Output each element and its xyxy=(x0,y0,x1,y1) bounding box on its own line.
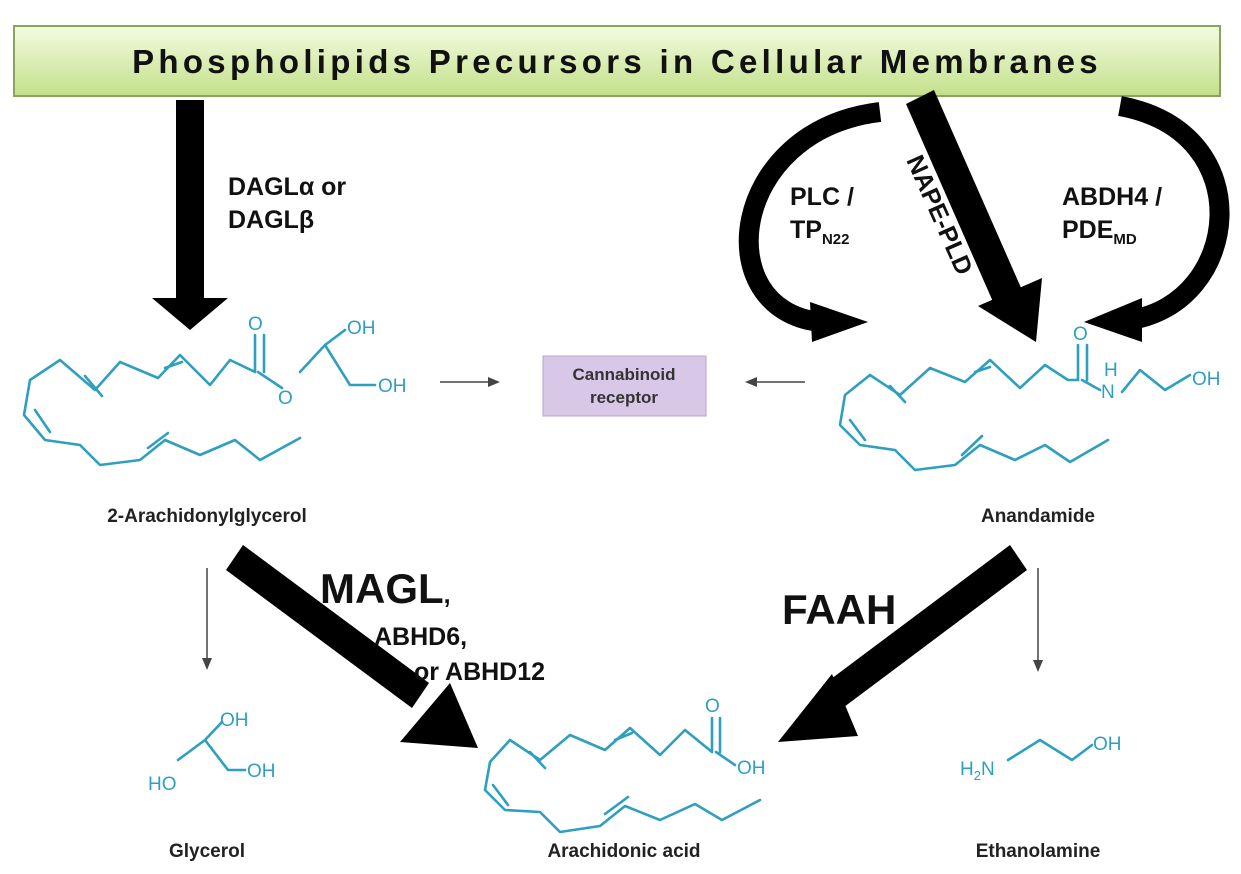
ethanolamine-name: Ethanolamine xyxy=(976,841,1101,862)
thin-arrows xyxy=(202,377,1043,672)
dagl-label-line1: DAGLα or xyxy=(228,173,346,201)
ethanolamine-sub: 2 xyxy=(974,768,981,783)
abdh-label-line2: PDEMD xyxy=(1062,216,1137,248)
banner-title: Phospholipids Precursors in Cellular Mem… xyxy=(132,43,1102,80)
faah-label: FAAH xyxy=(782,586,896,633)
glycerol-ho-left: HO xyxy=(148,774,177,795)
faah-arrow xyxy=(778,545,1027,742)
plc-label-sub: N22 xyxy=(822,231,850,248)
glycerol-oh-right: OH xyxy=(247,761,276,782)
banner: Phospholipids Precursors in Cellular Mem… xyxy=(13,25,1221,97)
ag2-to-glycerol-arrow xyxy=(202,568,212,670)
ag2-glycerol-part xyxy=(298,328,377,387)
ethanolamine-n: N xyxy=(981,759,995,780)
molecule-2-arachidonylglycerol: O O OH OH 2-Arachidonylglycerol xyxy=(22,314,407,527)
magl-label-comma: , xyxy=(444,581,451,609)
ag2-skeleton xyxy=(22,333,302,467)
anandamide-to-ethanolamine-arrow xyxy=(1033,568,1043,672)
magl-label-main: MAGL xyxy=(320,565,444,612)
plc-curved-arrow xyxy=(738,102,882,342)
abdh-curved-arrow xyxy=(1084,96,1230,342)
arachidonic-skeleton xyxy=(483,716,762,834)
anandamide-to-receptor-arrow xyxy=(745,377,805,387)
plc-label-line1: PLC / xyxy=(790,183,854,211)
magl-arrow xyxy=(226,545,478,748)
ag2-carbonyl-o: O xyxy=(248,314,263,335)
anandamide-name: Anandamide xyxy=(981,506,1095,527)
molecule-anandamide: O H N OH Anandamide xyxy=(838,324,1221,527)
arachidonic-double-bonds xyxy=(491,731,634,816)
cannabinoid-receptor: Cannabinoid receptor xyxy=(542,355,707,417)
receptor-box xyxy=(542,355,707,417)
abdh-label-line1: ABDH4 / xyxy=(1062,183,1162,211)
arrows xyxy=(152,90,1230,748)
ag2-name: 2-Arachidonylglycerol xyxy=(107,506,307,527)
nape-pld-arrow xyxy=(906,90,1042,342)
ag2-ester-o: O xyxy=(278,388,293,409)
abdh-label-sub: MD xyxy=(1113,231,1136,248)
glycerol-name: Glycerol xyxy=(169,841,245,862)
ag2-oh-bottom: OH xyxy=(378,376,407,397)
dagl-arrow xyxy=(152,100,228,330)
anandamide-double-bonds xyxy=(848,365,992,457)
ethanolamine-oh: OH xyxy=(1093,734,1122,755)
glycerol-oh-top: OH xyxy=(220,710,249,731)
anandamide-oh: OH xyxy=(1192,369,1221,390)
receptor-line2: receptor xyxy=(590,388,658,407)
arachidonic-name: Arachidonic acid xyxy=(547,841,700,862)
magl-label: MAGL, xyxy=(320,565,451,612)
plc-label-line2: TPN22 xyxy=(790,216,849,248)
ethanolamine-h2n: H2N xyxy=(960,759,995,783)
banner-box xyxy=(13,25,1221,97)
ethanolamine-skeleton xyxy=(1006,738,1094,762)
plc-label-main: TP xyxy=(790,216,822,244)
molecule-glycerol: OH HO OH Glycerol xyxy=(148,710,276,862)
arachidonic-oh: OH xyxy=(737,758,766,779)
anandamide-carbonyl-o: O xyxy=(1073,324,1088,345)
enzyme-labels: DAGLα or DAGLβ PLC / TPN22 NAPE-PLD ABDH… xyxy=(228,151,1162,686)
ag2-oh-top: OH xyxy=(347,318,376,339)
ethanolamine-h: H xyxy=(960,759,974,780)
molecule-ethanolamine: H2N OH Ethanolamine xyxy=(960,734,1122,862)
molecule-arachidonic-acid: O OH Arachidonic acid xyxy=(483,696,766,862)
anandamide-nh-h: H xyxy=(1104,360,1118,381)
receptor-line1: Cannabinoid xyxy=(573,365,676,384)
arachidonic-carbonyl-o: O xyxy=(705,696,720,717)
anandamide-skeleton xyxy=(838,343,1192,472)
anandamide-nh-n: N xyxy=(1101,382,1115,403)
abhd6-label: ABHD6, xyxy=(374,623,467,651)
abhd12-label: or ABHD12 xyxy=(414,658,545,686)
glycerol-skeleton xyxy=(176,720,247,772)
ag2-to-receptor-arrow xyxy=(440,377,500,387)
abdh-label-main: PDE xyxy=(1062,216,1113,244)
ag2-double-bonds xyxy=(33,360,184,450)
dagl-label-line2: DAGLβ xyxy=(228,206,314,234)
